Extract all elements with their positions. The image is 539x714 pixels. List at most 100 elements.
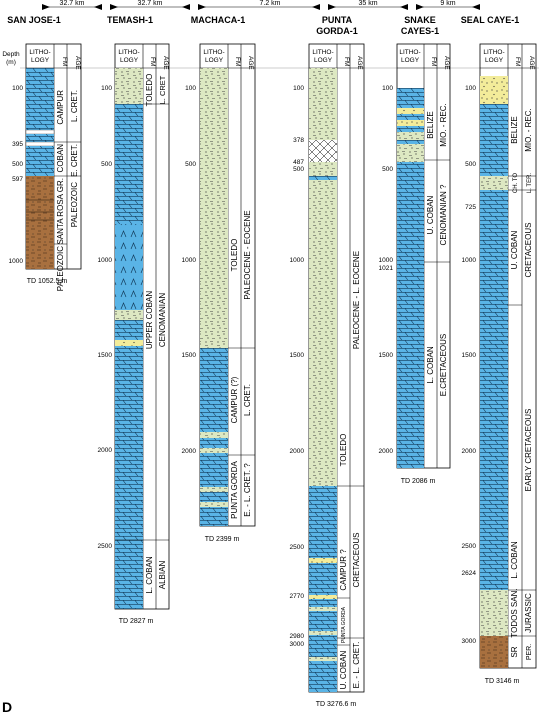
svg-text:1500: 1500 (290, 352, 305, 359)
formation-label: TOLEDO (230, 239, 239, 272)
depth-ticks: 100 500 1000 1021 1500 2000 (379, 85, 394, 455)
litho-header: LITHO- (483, 49, 504, 56)
svg-text:500: 500 (465, 161, 476, 168)
formation-label: CAMPUR ? (339, 549, 348, 591)
formation-label: CAMPUR (56, 90, 65, 125)
well-seal-caye-1: SEAL CAYE-1 LITHO- LOGY FM AGE BELIZE CH… (461, 15, 537, 685)
svg-text:1000: 1000 (290, 257, 305, 264)
depth-ticks: 100 378 487 500 1000 1500 2000 2500 2770… (290, 85, 305, 648)
well-name: GORDA-1 (316, 26, 358, 36)
svg-text:2500: 2500 (462, 543, 477, 550)
formation-label: COBAN (56, 144, 65, 173)
svg-text:2500: 2500 (98, 543, 113, 550)
svg-text:487: 487 (293, 159, 304, 166)
svg-text:1000: 1000 (379, 257, 394, 264)
formation-label: U. COBAN (426, 195, 435, 234)
svg-text:2500: 2500 (290, 544, 305, 551)
total-depth: TD 3276.6 m (316, 701, 357, 708)
formation-label: CAMPUR (?) (230, 376, 239, 423)
age-label: JURASSIC (524, 593, 533, 633)
age-label: L. CRET. (243, 384, 252, 416)
formation-label: U. COBAN (339, 650, 348, 689)
age-label: MIO. - REC. (524, 108, 533, 152)
formation-label: SANTA ROSA GR. (56, 178, 65, 245)
formation-label: PALEOZOIC (56, 246, 65, 291)
svg-text:1000: 1000 (98, 257, 113, 264)
age-label: EARLY CRETACEOUS (524, 409, 533, 492)
litho-header: LOGY (314, 57, 333, 64)
litho-header: LOGY (485, 57, 504, 64)
well-punta-gorda-1: PUNTA GORDA-1 LITHO- LOGY FM AGE TOLEDO … (290, 15, 365, 708)
litho-header: LOGY (31, 57, 50, 64)
svg-text:2000: 2000 (462, 448, 477, 455)
svg-text:2000: 2000 (98, 447, 113, 454)
formation-label: BELIZE (510, 116, 519, 144)
svg-text:1000: 1000 (9, 258, 24, 265)
total-depth: TD 2827 m (119, 618, 154, 625)
age-label: PALEOCENE - EOCENE (243, 210, 252, 299)
depth-ticks: 100 500 1000 1500 2000 (182, 85, 197, 455)
age-label: ALBIAN (158, 561, 167, 590)
svg-text:2624: 2624 (462, 570, 477, 577)
well-name: PUNTA (322, 15, 353, 25)
well-name: SEAL CAYE-1 (461, 15, 520, 25)
well-san-jose-1: SAN JOSE-1 Depth (m) LITHO- LOGY FM AGE … (2, 15, 82, 291)
formation-label: BELIZE (426, 111, 435, 139)
spacing-label: 9 km (440, 0, 455, 7)
litho-header: LITHO- (399, 49, 420, 56)
svg-text:2770: 2770 (290, 593, 305, 600)
spacing-label: 32.7 km (138, 0, 163, 7)
age-label: L. TER. (527, 173, 533, 194)
formation-label: CH. TO (513, 173, 519, 193)
depth-header: Depth (2, 51, 20, 58)
svg-text:100: 100 (382, 85, 393, 92)
age-header: AGE (247, 56, 254, 70)
litho-header: LOGY (120, 57, 139, 64)
formation-label: PUNTA GORDA (341, 606, 347, 643)
svg-text:2000: 2000 (379, 448, 394, 455)
svg-text:725: 725 (465, 204, 476, 211)
age-label: PER. (526, 644, 533, 660)
formation-label: TOLEDO (145, 74, 154, 107)
formation-label: L. COBAN (145, 556, 154, 594)
formation-label: L. COBAN (510, 541, 519, 579)
total-depth: TD 1052.5 m (27, 278, 68, 285)
age-label: PALEOZOIC (70, 182, 79, 227)
total-depth: TD 2399 m (205, 536, 240, 543)
svg-text:597: 597 (12, 176, 23, 183)
formation-label: PUNTA GORDA (230, 461, 239, 519)
depth-unit: (m) (6, 59, 16, 66)
litho-header: LITHO- (29, 49, 50, 56)
total-depth: TD 2086 m (401, 478, 436, 485)
svg-text:100: 100 (101, 85, 112, 92)
well-name: CAYES-1 (401, 26, 439, 36)
age-header: AGE (443, 56, 450, 70)
fm-header: FM (61, 57, 68, 66)
age-header: AGE (162, 56, 169, 70)
svg-text:1500: 1500 (462, 352, 477, 359)
age-label: L. CRET (158, 75, 167, 104)
svg-text:1000: 1000 (182, 257, 197, 264)
age-header: AGE (356, 56, 363, 70)
age-header: AGE (74, 56, 81, 70)
svg-text:1021: 1021 (379, 265, 394, 272)
formation-label: UPPER COBAN (145, 291, 154, 349)
svg-text:2000: 2000 (290, 448, 305, 455)
formation-label: SR (510, 646, 519, 657)
age-label: CRETACEOUS (352, 533, 361, 588)
svg-text:500: 500 (12, 161, 23, 168)
depth-ticks: 100 500 725 1000 1500 2000 2500 2624 300… (462, 85, 477, 645)
formation-label: TODOS SAN. (510, 588, 519, 637)
svg-text:100: 100 (465, 85, 476, 92)
svg-text:1500: 1500 (379, 352, 394, 359)
svg-text:1000: 1000 (462, 257, 477, 264)
age-label: CRETACEOUS (524, 223, 533, 278)
well-spacing-bar: 32.7 km 32.7 km 7.2 km 35 km 9 km (42, 0, 480, 10)
svg-text:2980: 2980 (290, 633, 305, 640)
depth-ticks: 100 395 500 597 1000 (9, 85, 24, 265)
formation-label: L. COBAN (426, 346, 435, 384)
svg-text:2000: 2000 (182, 448, 197, 455)
age-label: CENOMANIAN ? (439, 184, 448, 245)
spacing-label: 7.2 km (259, 0, 280, 7)
